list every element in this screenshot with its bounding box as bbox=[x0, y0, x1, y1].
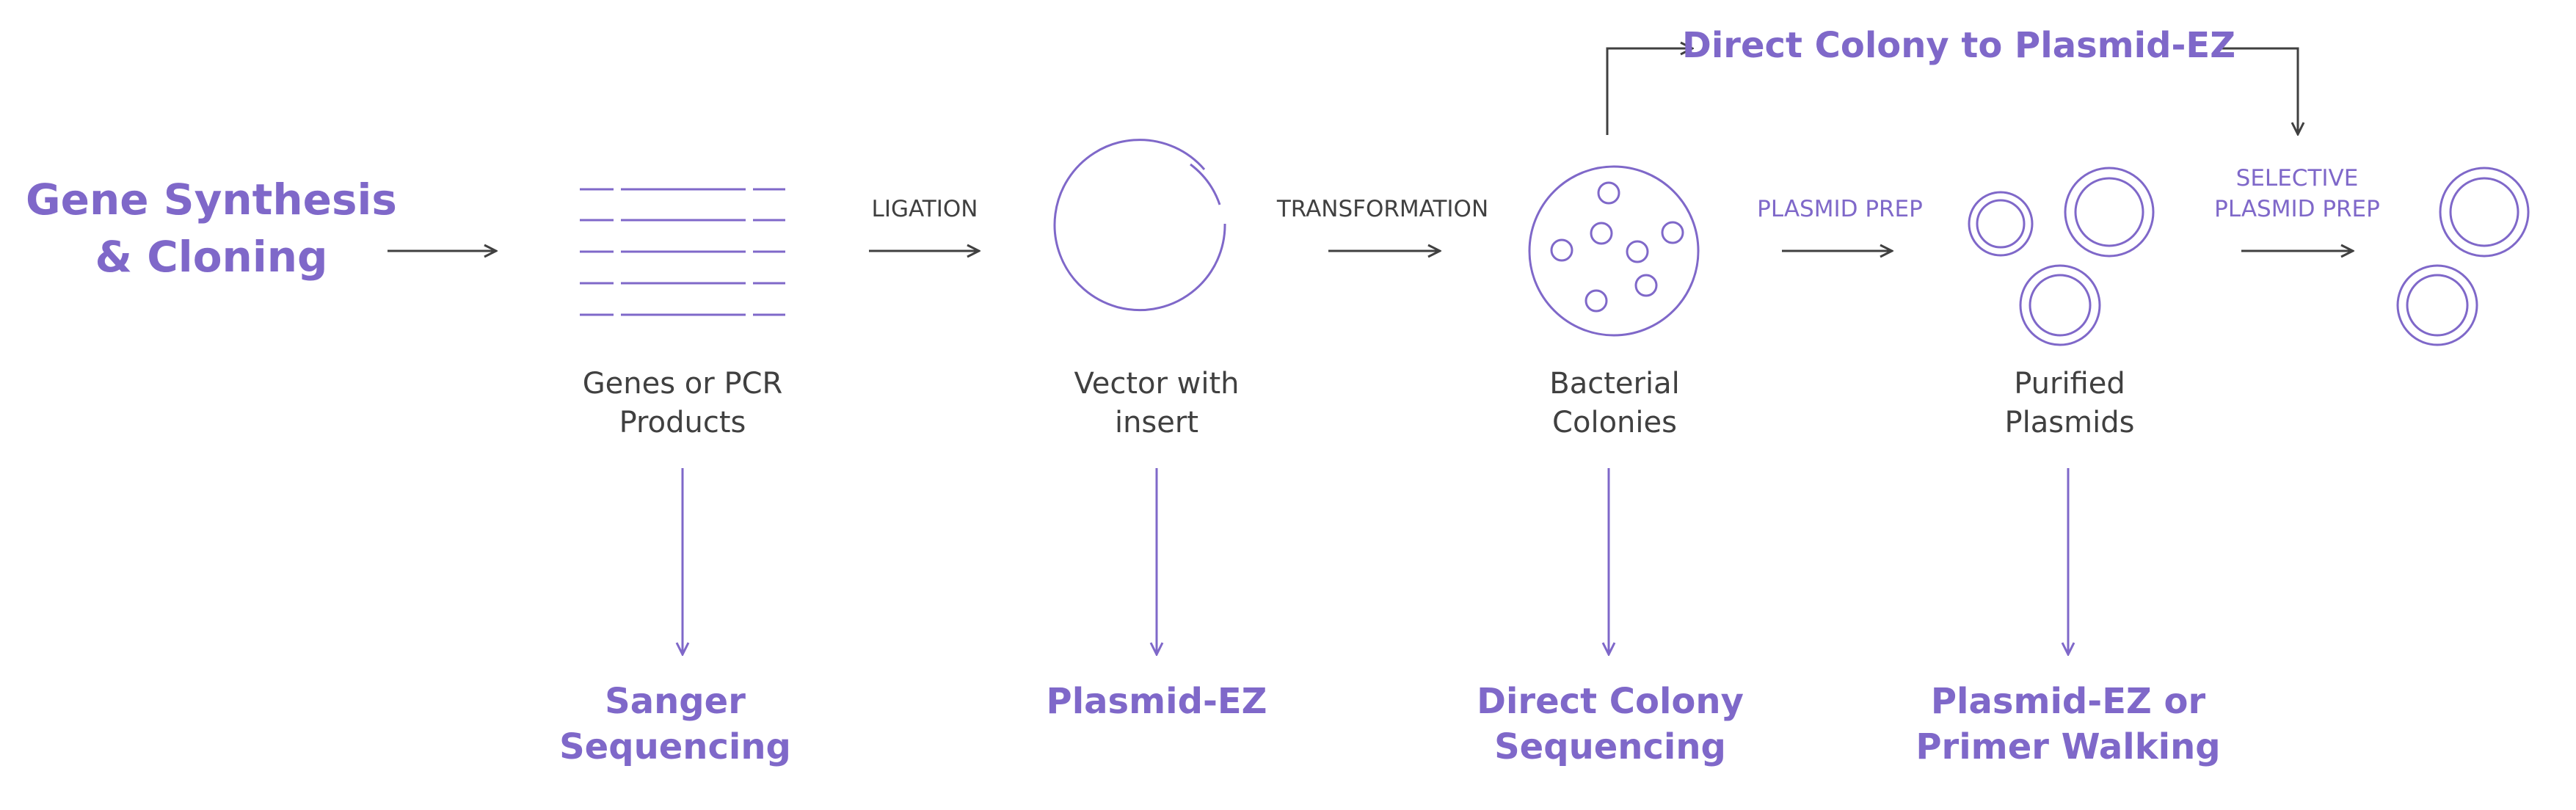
top-route-label: Direct Colony to Plasmid-EZ bbox=[1682, 25, 2235, 66]
vector-plasmid-icon bbox=[1053, 139, 1226, 312]
selected-plasmids-icon bbox=[2396, 167, 2530, 346]
step-label-selective-line2: PLASMID PREP bbox=[2214, 196, 2380, 222]
service-plasmid-ez: Plasmid-EZ bbox=[1047, 681, 1267, 722]
caption-vector-line1: Vector with bbox=[1074, 367, 1239, 401]
caption-colonies-line2: Colonies bbox=[1552, 406, 1677, 439]
service-sanger-line1: Sanger bbox=[605, 681, 746, 722]
caption-genes-line1: Genes or PCR bbox=[583, 367, 783, 401]
caption-colonies-line1: Bacterial bbox=[1549, 367, 1679, 401]
caption-genes-line2: Products bbox=[619, 406, 746, 439]
service-direct-colony-line1: Direct Colony bbox=[1477, 681, 1744, 722]
service-plasmid-ez-or-line2: Primer Walking bbox=[1915, 726, 2220, 767]
service-plasmid-ez-or-line1: Plasmid-EZ or bbox=[1931, 681, 2206, 722]
gene-fragments-icon bbox=[580, 188, 785, 316]
bacterial-colonies-icon bbox=[1528, 165, 1700, 337]
step-label-plasmid-prep: PLASMID PREP bbox=[1757, 196, 1923, 222]
service-sanger-line2: Sequencing bbox=[559, 726, 791, 767]
step-label-ligation: LIGATION bbox=[872, 196, 978, 222]
arrow-top-route-start bbox=[1606, 48, 1692, 135]
diagram-title-line1: Gene Synthesis bbox=[26, 175, 397, 225]
step-label-transformation: TRANSFORMATION bbox=[1276, 196, 1488, 222]
caption-plasmids-line2: Plasmids bbox=[2005, 406, 2135, 439]
caption-vector-line2: insert bbox=[1115, 406, 1198, 439]
diagram-title-line2: & Cloning bbox=[95, 232, 327, 282]
purified-plasmids-icon bbox=[1968, 167, 2155, 346]
arrow-top-route-end bbox=[2222, 47, 2298, 134]
service-direct-colony-line2: Sequencing bbox=[1494, 726, 1726, 767]
vector-insert-icon bbox=[1190, 163, 1221, 205]
caption-plasmids-line1: Purified bbox=[2014, 367, 2125, 401]
step-label-selective-line1: SELECTIVE bbox=[2236, 165, 2359, 191]
